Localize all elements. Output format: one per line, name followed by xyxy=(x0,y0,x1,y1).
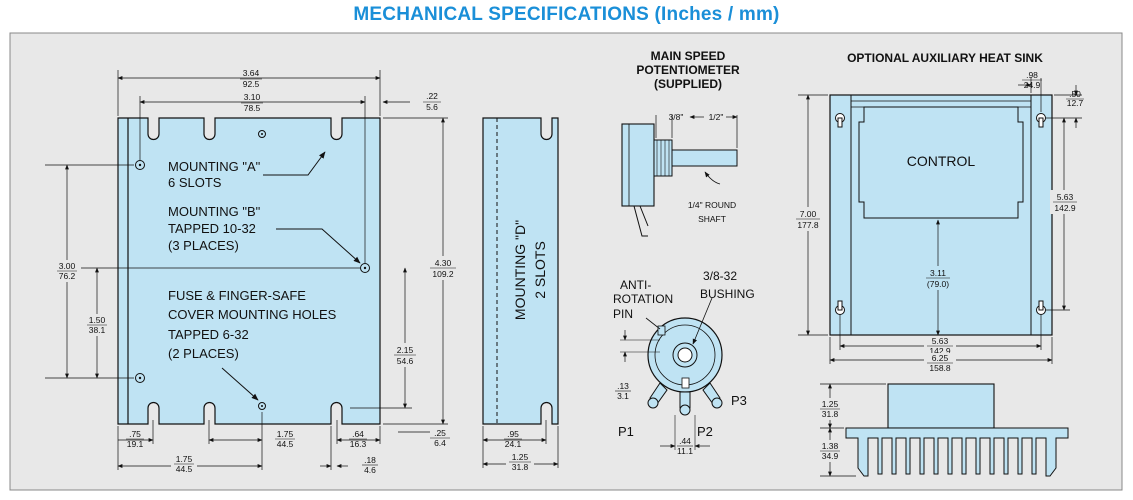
mount-a-label: 6 SLOTS xyxy=(168,175,222,190)
dim-value: 1.75 xyxy=(176,454,193,464)
mount-b-label: (3 PLACES) xyxy=(168,238,239,253)
dim-value: 19.1 xyxy=(127,439,144,449)
anti-rotation-label: ROTATION xyxy=(613,292,673,306)
shaft-label: SHAFT xyxy=(698,214,726,224)
dim-value: 24.1 xyxy=(505,439,522,449)
side-body xyxy=(482,117,559,425)
potentiometer-drawing: MAIN SPEED POTENTIOMETER (SUPPLIED) 3/8"… xyxy=(613,49,755,456)
fuse-hole xyxy=(258,130,266,138)
keyhole-slot xyxy=(835,113,845,128)
dim-value: .95 xyxy=(507,429,519,439)
dim-value: 1.25 xyxy=(512,452,529,462)
anti-rotation-label: ANTI- xyxy=(620,278,651,292)
mount-a-label: MOUNTING "A" xyxy=(168,159,261,174)
dim-value: 44.5 xyxy=(277,439,294,449)
dim-value: 6.4 xyxy=(434,438,446,448)
terminal-p1: P1 xyxy=(618,424,634,439)
pot-heading: MAIN SPEED xyxy=(651,49,726,63)
dim-value: 1/2" xyxy=(709,112,724,122)
fuse-label: COVER MOUNTING HOLES xyxy=(168,307,337,322)
dim-value: 2.15 xyxy=(397,345,414,355)
dim-value: 6.25 xyxy=(932,353,949,363)
dim-value: 3.00 xyxy=(59,261,76,271)
dim-value: .22 xyxy=(426,91,438,101)
heat-sink-heading: OPTIONAL AUXILIARY HEAT SINK xyxy=(847,51,1043,65)
control-outline xyxy=(858,106,1024,219)
dim-value: 3/8" xyxy=(669,112,684,122)
fuse-hole xyxy=(258,402,266,410)
controller-body xyxy=(117,117,381,425)
fuse-label: TAPPED 6-32 xyxy=(168,327,249,342)
dim-value: 12.7 xyxy=(1067,98,1084,108)
mounting-hole xyxy=(135,160,145,170)
dim-value: 34.9 xyxy=(822,451,839,461)
mounting-hole xyxy=(360,263,370,273)
dim-value: 4.6 xyxy=(364,465,376,475)
dim-value: 4.30 xyxy=(435,258,452,268)
shaft-label: 1/4" ROUND xyxy=(688,200,736,210)
dim-value: 78.5 xyxy=(244,103,261,113)
fuse-label: FUSE & FINGER-SAFE xyxy=(168,288,306,303)
dim-value: 5.6 xyxy=(426,102,438,112)
dim-value: .13 xyxy=(617,381,629,391)
dim-value: 38.1 xyxy=(89,325,106,335)
dim-value: 3.1 xyxy=(617,391,629,401)
dim-value: 44.5 xyxy=(176,464,193,474)
keyhole-slot xyxy=(1036,113,1046,128)
dim-value: 92.5 xyxy=(243,79,260,89)
bushing-label: BUSHING xyxy=(700,287,755,301)
dim-value: 1.50 xyxy=(89,315,106,325)
heat-sink-end-view xyxy=(845,383,1069,477)
dim-value: .98 xyxy=(1026,70,1038,80)
dim-value: .25 xyxy=(434,428,446,438)
page-title: MECHANICAL SPECIFICATIONS (Inches / mm) xyxy=(353,4,780,25)
heat-sink-drawing: OPTIONAL AUXILIARY HEAT SINK CONTROL .98… xyxy=(793,51,1084,477)
mount-b-label: MOUNTING "B" xyxy=(168,204,261,219)
mount-d-label: 2 SLOTS xyxy=(532,241,548,299)
pot-heading: POTENTIOMETER xyxy=(636,63,740,77)
terminal-p3: P3 xyxy=(731,393,747,408)
anti-rotation-label: PIN xyxy=(613,307,633,321)
dim-value: (79.0) xyxy=(927,279,949,289)
keyhole-slot xyxy=(1036,300,1046,315)
dim-value: 109.2 xyxy=(432,269,454,279)
fuse-label: (2 PLACES) xyxy=(168,346,239,361)
front-view: MOUNTING "A" 6 SLOTS MOUNTING "B" TAPPED… xyxy=(45,68,459,476)
dim-value: 11.1 xyxy=(677,446,693,456)
dim-value: .64 xyxy=(352,429,364,439)
dim-value: 1.75 xyxy=(277,429,294,439)
dim-value: 158.8 xyxy=(929,363,951,373)
keyhole-slot xyxy=(835,300,845,315)
mount-b-label: TAPPED 10-32 xyxy=(168,221,256,236)
mounting-hole xyxy=(135,373,145,383)
control-label: CONTROL xyxy=(907,153,976,169)
dim-value: .50 xyxy=(1069,89,1081,99)
side-view: MOUNTING "D" 2 SLOTS .95 24.1 1.25 31.8 xyxy=(482,117,559,474)
dim-value: .18 xyxy=(364,455,376,465)
dim-value: 54.6 xyxy=(397,356,414,366)
terminal-p2: P2 xyxy=(697,424,713,439)
dim-value: 31.8 xyxy=(512,462,529,472)
dim-value: 76.2 xyxy=(59,271,76,281)
dim-value: 1.38 xyxy=(822,441,839,451)
dim-value: 3.11 xyxy=(930,268,946,278)
dim-value: 31.8 xyxy=(822,409,839,419)
dim-value: 16.3 xyxy=(350,439,367,449)
dim-value: 142.9 xyxy=(1054,203,1076,213)
dim-value: 1.25 xyxy=(822,399,839,409)
dim-value: .44 xyxy=(679,436,691,446)
dim-value: 5.63 xyxy=(932,336,949,346)
dim-value: 3.64 xyxy=(243,68,260,78)
dim-value: .75 xyxy=(129,429,141,439)
dim-value: 7.00 xyxy=(800,209,817,219)
dim-value: 3.10 xyxy=(244,92,261,102)
dim-value: 5.63 xyxy=(1057,192,1074,202)
dim-value: 24.9 xyxy=(1024,80,1041,90)
mount-d-label: MOUNTING "D" xyxy=(512,220,528,320)
bushing-label: 3/8-32 xyxy=(703,269,737,283)
pot-heading: (SUPPLIED) xyxy=(654,77,722,91)
dim-value: 177.8 xyxy=(797,220,819,230)
dim-value: 142.9 xyxy=(929,346,951,356)
